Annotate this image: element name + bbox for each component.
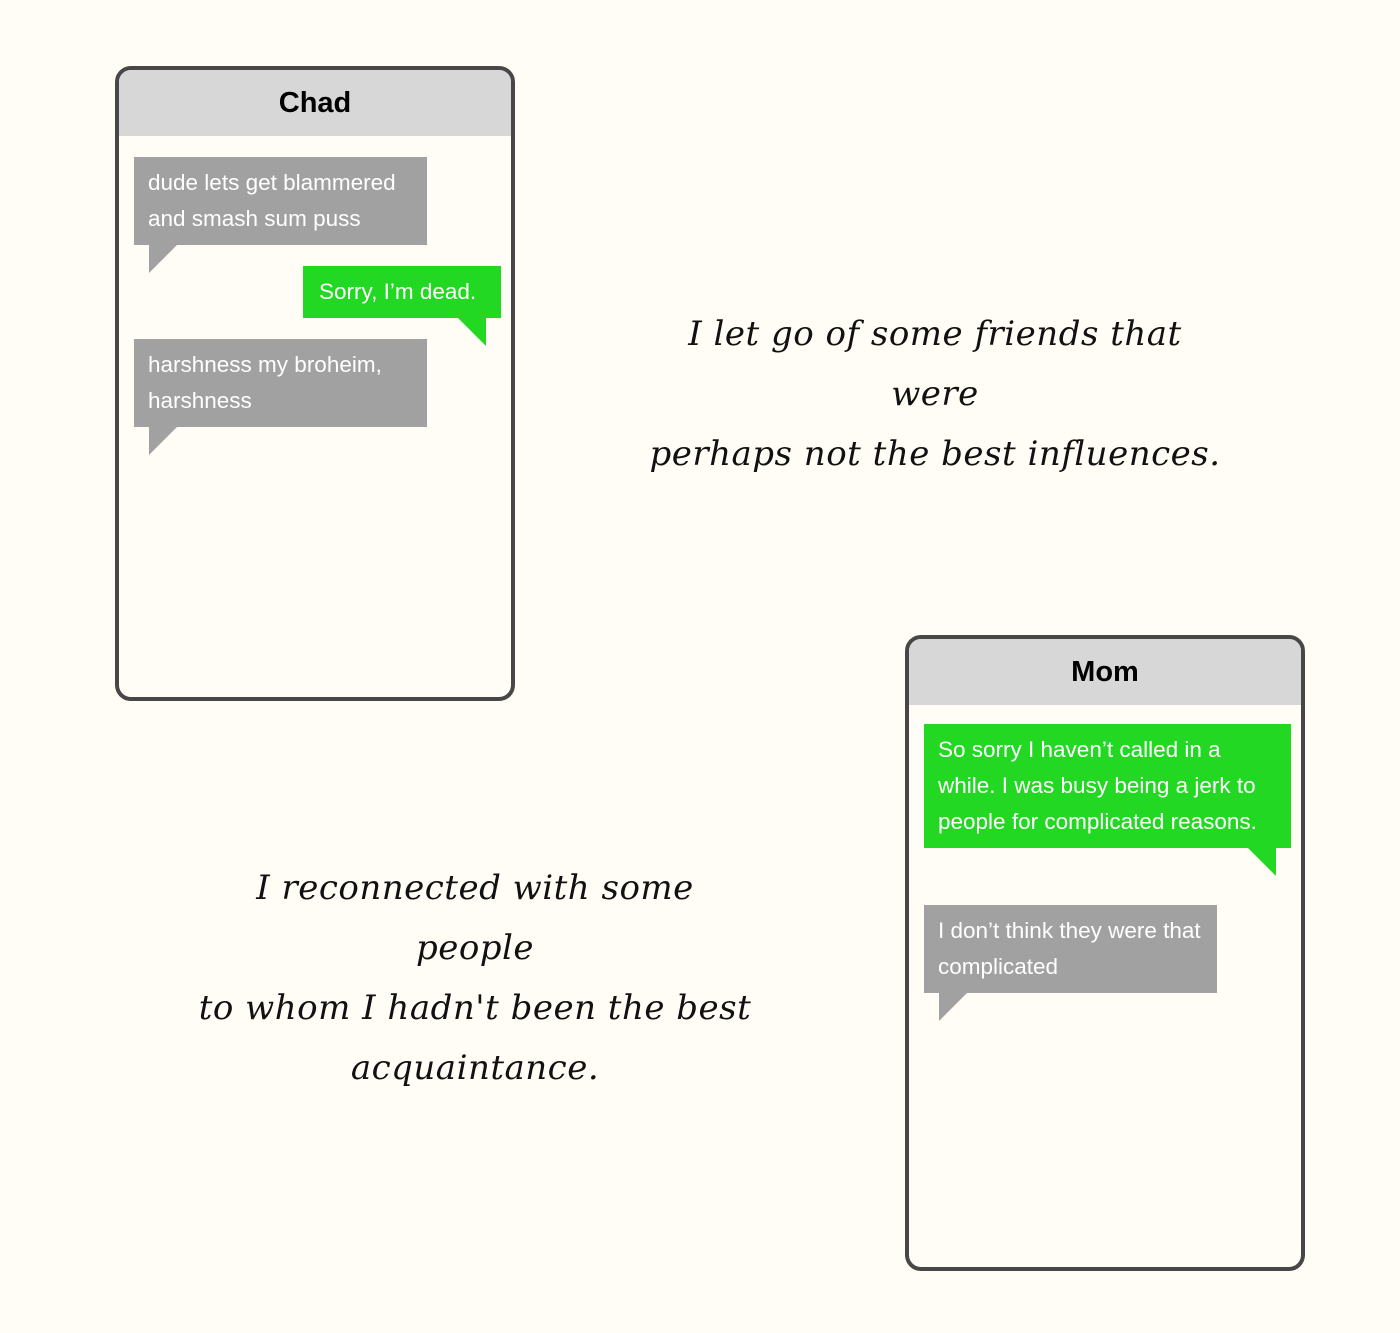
bubble-tail [458, 318, 486, 346]
mom-contact-name: Mom [909, 639, 1301, 705]
bubble-tail [939, 993, 967, 1021]
message-text: harshness my broheim, harshness [148, 352, 382, 413]
caption-bottom: I reconnected with some people to whom I… [195, 858, 755, 1098]
message-text: dude lets get blammered and smash sum pu… [148, 170, 396, 231]
caption-line: acquaintance. [350, 1048, 600, 1088]
chad-contact-name: Chad [119, 70, 511, 136]
caption-line: to whom I hadn't been the best [198, 988, 752, 1028]
bubble-tail [149, 427, 177, 455]
caption-line: perhaps not the best influences. [649, 434, 1221, 474]
message-text: I don’t think they were that complicated [938, 918, 1201, 979]
bubble-tail [149, 245, 177, 273]
message-bubble-sent: Sorry, I’m dead. [303, 266, 501, 346]
message-bubble-received: harshness my broheim, harshness [134, 339, 427, 455]
mom-message-thread: So sorry I haven’t called in a while. I … [909, 705, 1301, 1267]
message-bubble-received: dude lets get blammered and smash sum pu… [134, 157, 427, 273]
caption-line: I reconnected with some people [256, 868, 694, 968]
chad-phone: Chad dude lets get blammered and smash s… [115, 66, 515, 701]
message-text: So sorry I haven’t called in a while. I … [938, 737, 1257, 834]
caption-top: I let go of some friends that were perha… [640, 304, 1230, 484]
mom-phone: Mom So sorry I haven’t called in a while… [905, 635, 1305, 1271]
message-bubble-sent: So sorry I haven’t called in a while. I … [924, 724, 1291, 876]
bubble-tail [1248, 848, 1276, 876]
chad-message-thread: dude lets get blammered and smash sum pu… [119, 136, 511, 697]
caption-line: I let go of some friends that were [688, 314, 1182, 414]
message-bubble-received: I don’t think they were that complicated [924, 905, 1217, 1021]
message-text: Sorry, I’m dead. [319, 279, 477, 304]
